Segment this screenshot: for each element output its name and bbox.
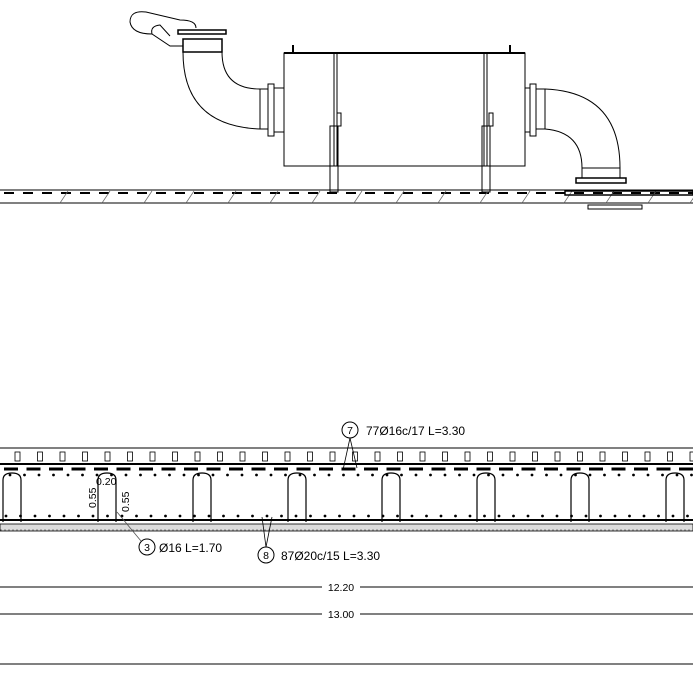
svg-text:12.20: 12.20 [328,582,354,594]
slab-section [0,447,693,532]
deck-slab-top [0,189,693,210]
dimension-13-00: 13.00 [0,607,693,621]
marker-7: 7 77Ø16c/17 L=3.30 [341,421,465,471]
flange-right [529,83,537,137]
marker-3-label: Ø16 L=1.70 [159,541,222,555]
tank-body [283,52,526,167]
elbow-pipe-left [182,51,261,130]
dim-height-left: 0.55 [87,487,99,508]
flange-left [267,83,275,137]
svg-text:13.00: 13.00 [328,609,354,621]
svg-text:8: 8 [263,550,269,562]
marker-3: 3 Ø16 L=1.70 [116,511,222,556]
marker-8: 8 87Ø20c/15 L=3.30 [257,516,380,564]
dimension-12-20: 12.20 [0,580,693,594]
dim-cover: 0.20 [96,476,117,488]
marker-8-label: 87Ø20c/15 L=3.30 [281,549,380,563]
tank-elevation [129,11,627,193]
marker-7-label: 77Ø16c/17 L=3.30 [366,424,465,438]
svg-text:3: 3 [144,542,150,554]
elbow-pipe-right [544,88,621,169]
dim-height-right: 0.55 [120,491,132,512]
handle-lever [129,11,197,47]
svg-text:7: 7 [347,425,353,437]
